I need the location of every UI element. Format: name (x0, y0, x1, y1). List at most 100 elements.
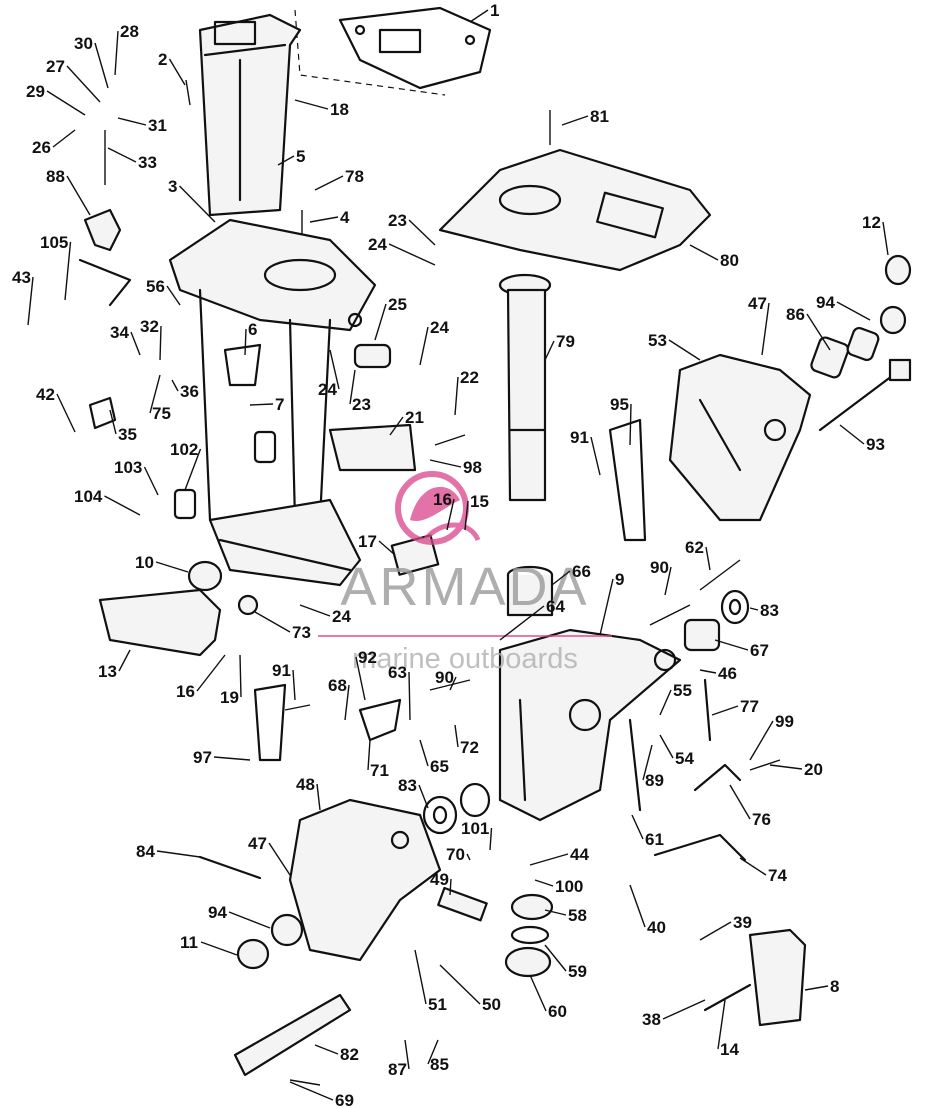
part-number-98: 98 (463, 458, 482, 477)
part-number-85: 85 (430, 1055, 449, 1074)
leader-line-56 (166, 285, 181, 306)
part-number-90a: 90 (650, 558, 669, 577)
leader-line-36 (171, 379, 179, 392)
leader-line-26 (52, 129, 76, 148)
part-number-94a: 94 (816, 293, 835, 312)
leader-line-6 (244, 328, 247, 356)
leader-line-33 (107, 147, 137, 163)
part-number-7: 7 (275, 395, 284, 414)
leader-line-4 (309, 216, 339, 223)
leader-line-23b (349, 369, 356, 405)
part-number-24a: 24 (368, 235, 387, 254)
part-number-90b: 90 (435, 668, 454, 687)
leader-line-84 (156, 850, 201, 858)
part-number-4: 4 (340, 208, 350, 227)
part-number-6: 6 (248, 320, 257, 339)
part-number-53: 53 (648, 331, 667, 350)
part-number-67: 67 (750, 641, 769, 660)
part-number-66: 66 (572, 562, 591, 581)
leader-line-16b (196, 654, 226, 692)
part-number-26: 26 (32, 138, 51, 157)
part-number-50: 50 (482, 995, 501, 1014)
part-number-100: 100 (555, 877, 583, 896)
stern-bracket-part-53 (668, 353, 812, 522)
small-parts (88, 343, 647, 818)
leader-line-2 (168, 58, 186, 86)
part-number-49: 49 (430, 870, 449, 889)
leader-line-7 (249, 403, 274, 406)
leader-line-10 (155, 561, 189, 573)
lower-housing-plate (208, 498, 362, 587)
part-number-38: 38 (642, 1010, 661, 1029)
watermark: ARMADA marine outboards (318, 471, 612, 675)
part-number-83a: 83 (760, 601, 779, 620)
part-number-105: 105 (40, 233, 68, 252)
leader-line-39 (699, 921, 732, 941)
part-number-102: 102 (170, 440, 198, 459)
leader-line-42 (56, 393, 76, 433)
part-number-58: 58 (568, 906, 587, 925)
handle-part-88 (78, 208, 132, 307)
leader-line-48 (316, 783, 321, 811)
part-number-55: 55 (673, 681, 692, 700)
part-number-47a: 47 (748, 294, 767, 313)
leader-line-43 (27, 276, 34, 326)
leader-line-19 (239, 654, 242, 698)
leader-line-91a (590, 436, 601, 476)
leader-line-95 (629, 403, 632, 446)
leader-line-99 (749, 720, 774, 761)
part-number-83b: 83 (398, 776, 417, 795)
leader-line-83a (749, 607, 759, 611)
leader-line-97 (213, 756, 251, 761)
leader-line-60 (529, 974, 547, 1012)
part-number-12: 12 (862, 213, 881, 232)
bushing-part-11 (236, 938, 270, 970)
leader-line-16a (446, 498, 455, 531)
leader-line-64 (499, 605, 545, 641)
leader-line-66 (551, 570, 571, 586)
part-number-70: 70 (446, 845, 465, 864)
part-number-23a: 23 (388, 211, 407, 230)
leader-line-8 (804, 985, 829, 991)
leader-line-75 (149, 374, 161, 414)
leader-line-85 (427, 1039, 439, 1065)
rod-part-93 (818, 358, 912, 432)
swivel-housing-part-9 (498, 628, 682, 822)
part-number-75: 75 (152, 404, 171, 423)
part-number-101: 101 (461, 819, 489, 838)
leader-line-15 (464, 500, 469, 531)
leader-line-92 (355, 656, 366, 701)
leader-line-47b (268, 842, 291, 876)
clamp-plate-part-13 (98, 588, 222, 657)
leader-line-32 (159, 325, 162, 361)
leader-line-51 (414, 949, 427, 1005)
pins-and-bolts (104, 79, 781, 1086)
leader-line-81 (561, 115, 589, 126)
part-number-1: 1 (490, 1, 499, 20)
rod-part-14 (703, 983, 752, 1012)
watermark-tagline: marine outboards (352, 643, 578, 675)
leader-line-5 (277, 155, 295, 166)
leader-line-31 (117, 117, 147, 126)
knob-part-94 (270, 913, 304, 947)
part-number-94b: 94 (208, 903, 227, 922)
part-number-91a: 91 (570, 428, 589, 447)
part-number-11: 11 (180, 933, 198, 952)
part-number-39: 39 (733, 913, 752, 932)
leader-line-71 (367, 739, 371, 771)
part-number-99: 99 (775, 712, 794, 731)
part-number-22: 22 (460, 368, 479, 387)
part-number-42: 42 (36, 385, 55, 404)
part-number-103: 103 (114, 458, 142, 477)
leader-line-63 (408, 671, 411, 721)
part-number-29: 29 (26, 82, 45, 101)
rings-part-58-59-60 (504, 893, 554, 978)
exhaust-housing-part-5 (198, 13, 302, 217)
part-number-59: 59 (568, 962, 587, 981)
leader-line-22 (454, 376, 459, 416)
leader-line-44 (529, 853, 569, 866)
part-number-93: 93 (866, 435, 885, 454)
part-number-89: 89 (645, 771, 664, 790)
part-number-91b: 91 (272, 661, 291, 680)
leader-line-82 (314, 1044, 339, 1055)
